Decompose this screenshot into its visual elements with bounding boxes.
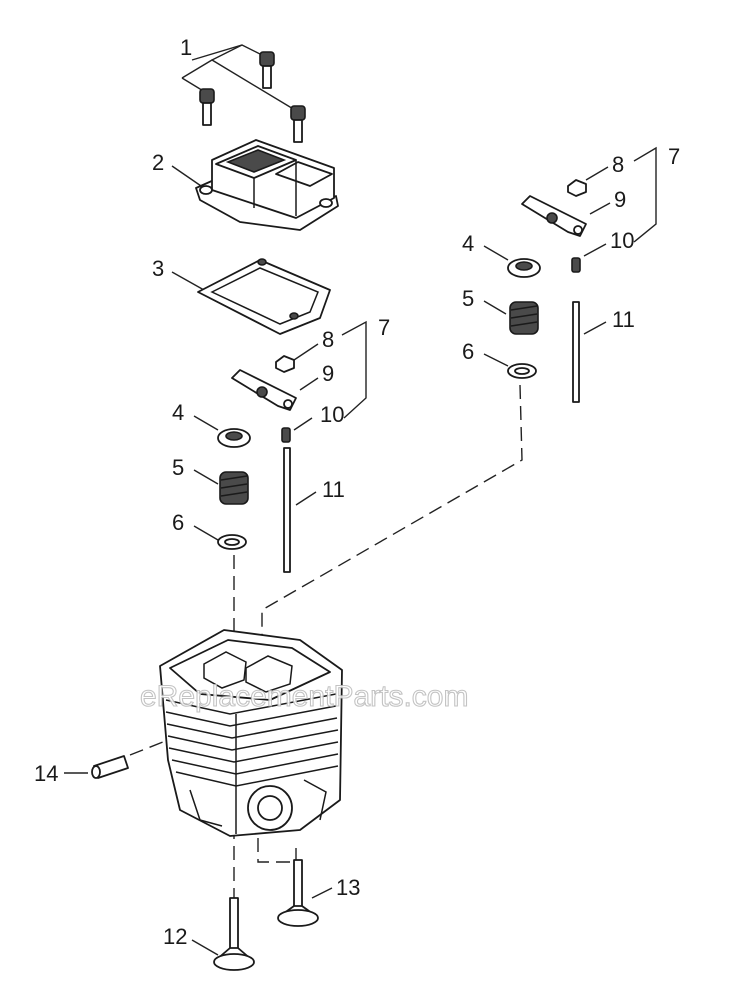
callout-5-left[interactable]: 5 [172,455,184,480]
washer-part-6-left[interactable] [217,534,247,550]
callout-5-right[interactable]: 5 [462,286,474,311]
callout-9-left[interactable]: 9 [322,361,334,386]
valve-part-12[interactable] [213,897,255,971]
adjuster-part-10-right[interactable] [571,257,581,273]
callout-6-left[interactable]: 6 [172,510,184,535]
callout-11-left[interactable]: 11 [322,477,345,502]
push-rod-part-11-right[interactable] [572,301,580,403]
callout-13[interactable]: 13 [336,875,360,900]
push-rod-part-11-left[interactable] [283,447,291,573]
alignment-dashes [129,384,523,900]
callout-10-left[interactable]: 10 [320,402,344,427]
retainer-part-4-right[interactable] [507,258,541,278]
callout-8-left[interactable]: 8 [322,327,334,352]
callout-7-right[interactable]: 7 [668,144,680,169]
callout-8-right[interactable]: 8 [612,152,624,177]
rocker-arm-part-9-left[interactable] [231,369,297,411]
rocker-arm-part-9-right[interactable] [521,195,587,237]
nut-part-8-left[interactable] [275,355,295,373]
dowel-pin-part-14[interactable] [91,755,129,779]
leader-lines [64,44,657,956]
callout-11-right[interactable]: 11 [612,307,635,332]
gasket-part-3[interactable] [197,258,331,335]
adjuster-part-10-left[interactable] [281,427,291,443]
cylinder-head[interactable] [159,629,343,837]
callout-9-right[interactable]: 9 [614,187,626,212]
callout-4-left[interactable]: 4 [172,400,184,425]
callout-2[interactable]: 2 [152,150,164,175]
callout-4-right[interactable]: 4 [462,231,474,256]
retainer-part-4-left[interactable] [217,428,251,448]
spring-part-5-left[interactable] [219,471,249,505]
callout-labels: 1 2 3 8 7 9 10 4 5 11 6 8 7 9 10 4 5 11 … [34,35,680,949]
callout-14[interactable]: 14 [34,761,58,786]
washer-part-6-right[interactable] [507,363,537,379]
callout-3[interactable]: 3 [152,256,164,281]
valve-part-13[interactable] [277,859,319,927]
watermark-text: eReplacementParts.com [140,680,468,713]
callout-12[interactable]: 12 [163,924,187,949]
callout-1[interactable]: 1 [180,35,192,60]
callout-6-right[interactable]: 6 [462,339,474,364]
callout-7-left[interactable]: 7 [378,315,390,340]
valve-cover-part-2[interactable] [195,139,339,231]
callout-10-right[interactable]: 10 [610,228,634,253]
spring-part-5-right[interactable] [509,301,539,335]
nut-part-8-right[interactable] [567,179,587,197]
screw-part-1[interactable] [199,51,306,143]
